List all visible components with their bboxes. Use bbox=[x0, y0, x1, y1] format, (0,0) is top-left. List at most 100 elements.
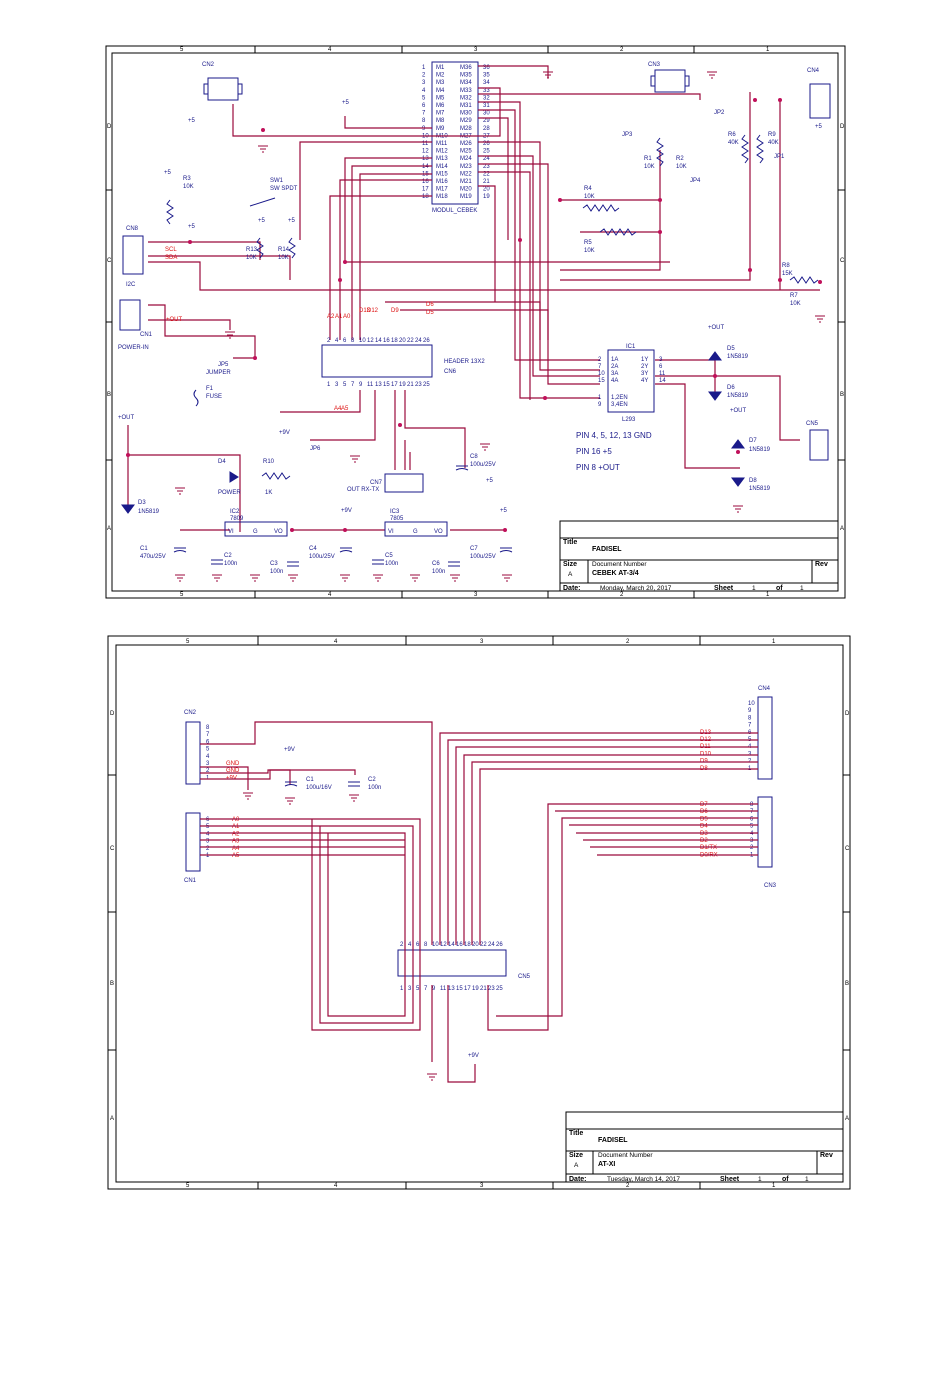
ic1-right-name: 1Y bbox=[641, 357, 648, 363]
ic1-left-name: 1A bbox=[611, 357, 618, 363]
cn2-pin-label: GND bbox=[226, 768, 240, 774]
cn5-top-pin: 20 bbox=[472, 942, 479, 948]
grid-row-c: C bbox=[107, 258, 112, 264]
ic1-left-name: 4A bbox=[611, 378, 618, 384]
header-bottom-pin: 19 bbox=[399, 382, 406, 388]
header-bottom-label: A4 bbox=[334, 406, 342, 412]
grid-col-4b: 4 bbox=[328, 592, 332, 598]
header-bottom-pin: 23 bbox=[415, 382, 422, 388]
s2-v9-label-1: +9V bbox=[284, 747, 295, 753]
r3-ref: R3 bbox=[183, 176, 191, 182]
cn3-pin-label: D4 bbox=[700, 824, 708, 830]
r6-value: 40K bbox=[728, 140, 739, 146]
jp6-ref: JP6 bbox=[310, 446, 321, 452]
cn3-pin: 7 bbox=[750, 809, 754, 815]
module-right-name: M26 bbox=[460, 141, 472, 147]
r6-ref: R6 bbox=[728, 132, 736, 138]
c8-ref: C8 bbox=[470, 454, 478, 460]
jp3-ref: JP3 bbox=[622, 132, 633, 138]
cn3-pin: 4 bbox=[750, 831, 754, 837]
r13-ref: R13 bbox=[246, 247, 258, 253]
module-left-pin: 12 bbox=[422, 149, 429, 155]
cn5-bottom-pin: 13 bbox=[448, 986, 455, 992]
s2-c1-ref: C1 bbox=[306, 777, 314, 783]
r7-ref: R7 bbox=[790, 293, 798, 299]
header-top-pin: 18 bbox=[391, 338, 398, 344]
cn3-pin-label: D3 bbox=[700, 831, 708, 837]
ic2-vo: VO bbox=[274, 529, 283, 535]
s2-grid-col-4b: 4 bbox=[334, 1183, 338, 1189]
module-right-name: M23 bbox=[460, 164, 472, 170]
out-label-2: +OUT bbox=[730, 408, 747, 414]
r2-value: 10K bbox=[676, 164, 687, 170]
cn5-bottom-pin: 25 bbox=[496, 986, 503, 992]
r9-value: 40K bbox=[768, 140, 779, 146]
cn2-pin: 7 bbox=[206, 732, 210, 738]
tb1-sheet-label: Sheet bbox=[714, 585, 734, 592]
module-left-name: M6 bbox=[436, 103, 445, 109]
d4-ref: D4 bbox=[218, 459, 226, 465]
d5-value: 1N5819 bbox=[727, 354, 749, 360]
c4-value: 100u/25V bbox=[309, 554, 335, 560]
header-top-pin: 14 bbox=[375, 338, 382, 344]
sw1-value: SW SPDT bbox=[270, 186, 298, 192]
ic1-left-pin: 15 bbox=[598, 378, 605, 384]
cn4-pin: 8 bbox=[748, 715, 752, 721]
ic1-left-name: 2A bbox=[611, 364, 618, 370]
tb1-of-label: of bbox=[776, 585, 783, 592]
grid-col-1b: 1 bbox=[766, 592, 770, 598]
cn5-bottom-pin: 17 bbox=[464, 986, 471, 992]
jp2-ref: JP2 bbox=[714, 110, 725, 116]
cn2-pin-label: GND bbox=[226, 761, 240, 767]
module-right-pin: 25 bbox=[483, 149, 490, 155]
d7-symbol bbox=[731, 439, 745, 449]
header-bottom-pin: 5 bbox=[343, 382, 347, 388]
header-top-pin: 2 bbox=[327, 338, 331, 344]
v5-label-3: +5 bbox=[164, 170, 172, 176]
ic1-ref: IC1 bbox=[626, 344, 636, 350]
module-right-name: M19 bbox=[460, 194, 472, 200]
module-left-pin: 18 bbox=[422, 194, 429, 200]
fuse-symbol bbox=[193, 389, 199, 407]
cn3-pin: 6 bbox=[750, 816, 754, 822]
cn1-pin: 4 bbox=[206, 831, 210, 837]
cn5-top-pin: 18 bbox=[464, 942, 471, 948]
cn1-pin-label: A0 bbox=[232, 817, 240, 823]
header-bottom-pin: 25 bbox=[423, 382, 430, 388]
module-left-name: M18 bbox=[436, 194, 448, 200]
cn1-pin: 5 bbox=[206, 824, 210, 830]
cn5-top-pin: 2 bbox=[400, 942, 404, 948]
d8-value: 1N5819 bbox=[749, 486, 771, 492]
module-left-pin: 13 bbox=[422, 156, 429, 162]
module-left-name: M15 bbox=[436, 171, 448, 177]
module-right-pin: 29 bbox=[483, 118, 490, 124]
cn1-pin-label: A1 bbox=[232, 824, 240, 830]
cn5-bottom-pin: 3 bbox=[408, 986, 412, 992]
cn1-connector: CN1 POWER-IN +OUT bbox=[118, 299, 183, 351]
module-left-pin: 7 bbox=[422, 111, 426, 117]
r5-symbol bbox=[599, 228, 637, 236]
grid-col-3b: 3 bbox=[474, 592, 478, 598]
ic2-value: 7809 bbox=[230, 516, 244, 522]
r7-value: 10K bbox=[790, 301, 801, 307]
module-right-name: M21 bbox=[460, 179, 472, 185]
tb1-rev-label: Rev bbox=[815, 561, 828, 568]
module-right-name: M36 bbox=[460, 65, 472, 71]
s2-cn1-label: CN1 bbox=[184, 878, 197, 884]
s2-grid-row-b-r: B bbox=[845, 981, 849, 987]
ic3-g: G bbox=[413, 529, 418, 535]
s2-grid-col-1: 1 bbox=[772, 639, 776, 645]
grid-row-c-r: C bbox=[840, 258, 845, 264]
cn7-connector: CN7 OUT RX-TX bbox=[347, 473, 424, 493]
module-right-pin: 19 bbox=[483, 194, 490, 200]
module-right-pin: 31 bbox=[483, 103, 490, 109]
ic1-right-name: 2Y bbox=[641, 364, 648, 370]
tb2-docnum: AT-XI bbox=[598, 1161, 615, 1168]
jp5-ref: JP5 bbox=[218, 362, 229, 368]
cn1-label: CN1 bbox=[140, 332, 153, 338]
out-label-1: +OUT bbox=[708, 325, 725, 331]
r4-ref: R4 bbox=[584, 186, 592, 192]
